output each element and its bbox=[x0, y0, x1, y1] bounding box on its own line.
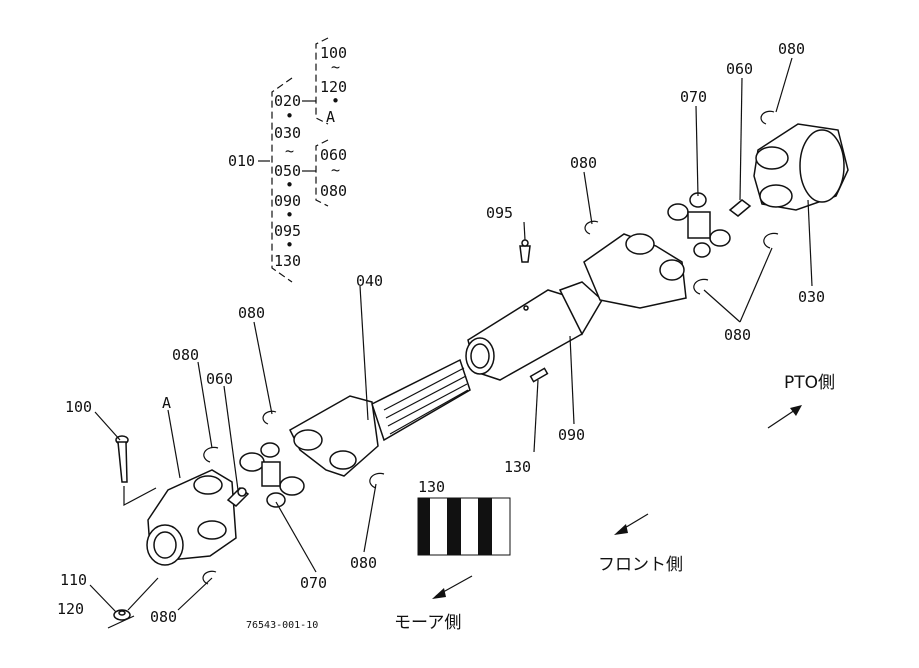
tree-item-050: 050 bbox=[274, 162, 301, 180]
tree-item-095: 095 bbox=[274, 222, 301, 240]
label-130-caption: 130 bbox=[418, 478, 445, 496]
label-040: 040 bbox=[356, 272, 383, 290]
cross-joint-070-right bbox=[667, 192, 731, 258]
pto-yoke-030 bbox=[753, 110, 849, 249]
grease-nipple-060-right bbox=[728, 199, 752, 217]
label-080: 080 bbox=[350, 554, 377, 572]
label-120: 120 bbox=[57, 600, 84, 618]
pto-side-label: PTO側 bbox=[784, 373, 835, 393]
direction-arrows: PTO側 フロント側 モーア側 bbox=[394, 373, 835, 633]
right-yoke bbox=[583, 220, 709, 309]
label-095: 095 bbox=[486, 204, 513, 222]
tree-sep: • bbox=[285, 107, 294, 125]
document-code: 76543-001-10 bbox=[246, 620, 318, 631]
grease-nipple-095 bbox=[519, 239, 531, 263]
tree-sub-100: 100 bbox=[320, 44, 347, 62]
label-110: 110 bbox=[60, 571, 87, 589]
tree-sep: • bbox=[331, 92, 340, 110]
label-070: 070 bbox=[680, 88, 707, 106]
label-030: 030 bbox=[798, 288, 825, 306]
label-090: 090 bbox=[558, 426, 585, 444]
label-080: 080 bbox=[150, 608, 177, 626]
tree-sep: ~ bbox=[331, 161, 340, 179]
bolt-100 bbox=[115, 435, 157, 506]
tree-item-020: 020 bbox=[274, 92, 301, 110]
tree-sub-060: 060 bbox=[320, 146, 347, 164]
tree-sub-120: 120 bbox=[320, 78, 347, 96]
label-060: 060 bbox=[206, 370, 233, 388]
left-yoke bbox=[146, 469, 237, 566]
tube-090 bbox=[465, 281, 603, 383]
front-side-label: フロント側 bbox=[598, 555, 683, 575]
tree-sub-A: A bbox=[326, 108, 335, 126]
tree-root-label: 010 bbox=[228, 152, 255, 170]
tree-sep: ~ bbox=[285, 142, 294, 160]
label-070: 070 bbox=[300, 574, 327, 592]
label-100: 100 bbox=[65, 398, 92, 416]
label-080: 080 bbox=[238, 304, 265, 322]
label-080: 080 bbox=[778, 40, 805, 58]
tree-item-090: 090 bbox=[274, 192, 301, 210]
label-080: 080 bbox=[570, 154, 597, 172]
tree-sep: • bbox=[285, 206, 294, 224]
shaft-040 bbox=[289, 358, 471, 477]
grease-nipple-060-left bbox=[226, 487, 250, 507]
tree-item-030: 030 bbox=[274, 124, 301, 142]
label-060: 060 bbox=[726, 60, 753, 78]
label-080: 080 bbox=[724, 326, 751, 344]
label-A: A bbox=[162, 394, 171, 412]
tree-sep: • bbox=[285, 176, 294, 194]
group-index-tree: 010 020 • 030 ~ 050 • 090 • 095 • 130 10… bbox=[228, 37, 347, 283]
tree-item-130: 130 bbox=[274, 252, 301, 270]
motor-side-label: モーア側 bbox=[394, 613, 461, 633]
tree-sep: • bbox=[285, 236, 294, 254]
nut-110-washer bbox=[107, 577, 159, 629]
snap-rings-left bbox=[202, 410, 385, 585]
leader-lines bbox=[89, 57, 813, 613]
label-130: 130 bbox=[504, 458, 531, 476]
label-130-swatch: 130 bbox=[417, 478, 511, 556]
tree-sub-080: 080 bbox=[320, 182, 347, 200]
part-labels: 100 A 080 060 080 110 120 080 070 080 04… bbox=[57, 40, 825, 626]
cross-joint-070-left bbox=[239, 442, 305, 508]
label-080: 080 bbox=[172, 346, 199, 364]
tree-sep: ~ bbox=[331, 58, 340, 76]
